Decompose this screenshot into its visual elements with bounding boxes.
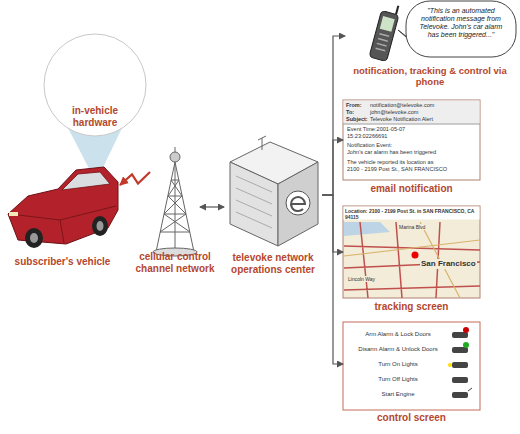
screen-text: notification@televoke.com <box>370 102 478 109</box>
cell-tower <box>175 162 194 252</box>
control-window <box>463 327 469 333</box>
screen-text: From: <box>346 102 370 109</box>
node-caption: notification, tracking & control via pho… <box>345 66 515 88</box>
cell-phone <box>380 16 395 32</box>
cell-phone <box>369 10 399 61</box>
node-caption: email notification <box>343 183 480 195</box>
speech-bubble: "This is an automated notification messa… <box>405 0 517 58</box>
control-window <box>452 362 468 368</box>
data-link <box>322 195 343 364</box>
operations-building <box>258 136 266 140</box>
screen-text: john@televoke.com <box>370 109 478 116</box>
screen-text: The vehicle reported its location as <box>347 159 478 166</box>
email-window <box>344 101 480 124</box>
car-illustration <box>25 228 43 248</box>
screen-text: To: <box>346 109 370 116</box>
car-illustration <box>30 233 38 243</box>
operations-building <box>236 176 272 228</box>
control-window <box>448 327 472 398</box>
radio-link <box>120 172 150 185</box>
map-window <box>412 252 419 259</box>
car-illustration <box>92 216 108 236</box>
operations-building <box>278 162 318 246</box>
node-caption: cellular control channel network <box>125 251 225 274</box>
cell-tower <box>170 152 180 162</box>
screen-text: Subject: <box>346 116 370 123</box>
cell-tower <box>175 162 176 252</box>
car-illustration <box>9 212 18 216</box>
control-window <box>343 322 480 410</box>
control-window <box>468 388 472 391</box>
operations-building <box>262 138 263 150</box>
car-illustration <box>62 172 110 190</box>
cell-tower <box>175 147 176 152</box>
screen-text: Location: 2100 - 2199 Post St. in SAN FR… <box>345 208 478 220</box>
control-window <box>452 392 468 398</box>
hardware-callout: in-vehicle hardware <box>43 33 147 137</box>
screen-text: Televoke Notification Alert <box>370 116 478 123</box>
data-link <box>322 140 343 195</box>
map-label: Lincoln Way <box>347 276 376 282</box>
map-window <box>343 206 480 298</box>
screen-text: Notification Event: <box>347 142 478 149</box>
screen-text: John's car alarm has been triggered <box>347 149 478 156</box>
operations-building <box>230 162 278 246</box>
screen-text: Turn On Lights <box>348 361 448 368</box>
map-window <box>344 222 480 298</box>
cell-phone <box>369 2 401 62</box>
map-window <box>344 207 480 220</box>
control-window <box>343 322 480 410</box>
node-caption: control screen <box>343 412 480 424</box>
operations-node: televoke network operations center <box>224 135 322 277</box>
car-illustration <box>8 167 118 248</box>
data-link <box>200 206 224 207</box>
control-window <box>448 363 452 367</box>
car-illustration <box>97 221 104 231</box>
car-illustration <box>8 167 118 244</box>
tower-node: cellular control channel network <box>150 145 200 276</box>
control-window <box>452 377 468 383</box>
screen-text: Disarm Alarm & Unlock Doors <box>348 346 448 353</box>
node-caption: tracking screen <box>343 301 480 313</box>
cell-tower <box>160 180 190 232</box>
cell-phone <box>396 6 398 15</box>
control-node: control screen <box>343 322 480 426</box>
email-window <box>343 124 480 125</box>
bubble-shape <box>406 1 516 57</box>
screen-text: Turn Off Lights <box>348 376 448 383</box>
map-window <box>344 222 480 298</box>
email-window <box>343 100 480 180</box>
map-window <box>343 206 480 298</box>
circle-shape <box>44 34 146 136</box>
cell-tower <box>156 162 175 252</box>
operations-building <box>291 197 305 211</box>
operations-building <box>230 136 318 246</box>
screen-text: Event Time:2001-05-07 <box>347 126 478 133</box>
screen-text: Arm Alarm & Lock Doors <box>348 331 448 338</box>
screen-text: 2100 - 2199 Post St., SAN FRANCISCO <box>347 166 478 173</box>
email-window <box>343 100 480 180</box>
node-caption: in-vehicle hardware <box>55 105 135 128</box>
map-label: San Francisco <box>420 259 477 269</box>
node-caption: televoke network operations center <box>218 252 328 275</box>
screen-text: 15:23:02266691 <box>347 133 478 140</box>
node-caption: "This is an automated notification messa… <box>415 7 507 39</box>
map-window <box>344 222 390 236</box>
screen-text: Start Engine <box>348 391 448 398</box>
data-link <box>322 36 345 195</box>
vehicle-node: subscriber's vehicle <box>5 140 120 270</box>
car-illustration <box>60 220 64 243</box>
control-window <box>463 342 469 348</box>
operations-building <box>286 191 310 215</box>
node-caption: subscriber's vehicle <box>5 256 120 268</box>
map-label: Marina Blvd <box>398 224 426 230</box>
cell-tower <box>153 147 197 256</box>
cell-phone <box>376 34 390 51</box>
